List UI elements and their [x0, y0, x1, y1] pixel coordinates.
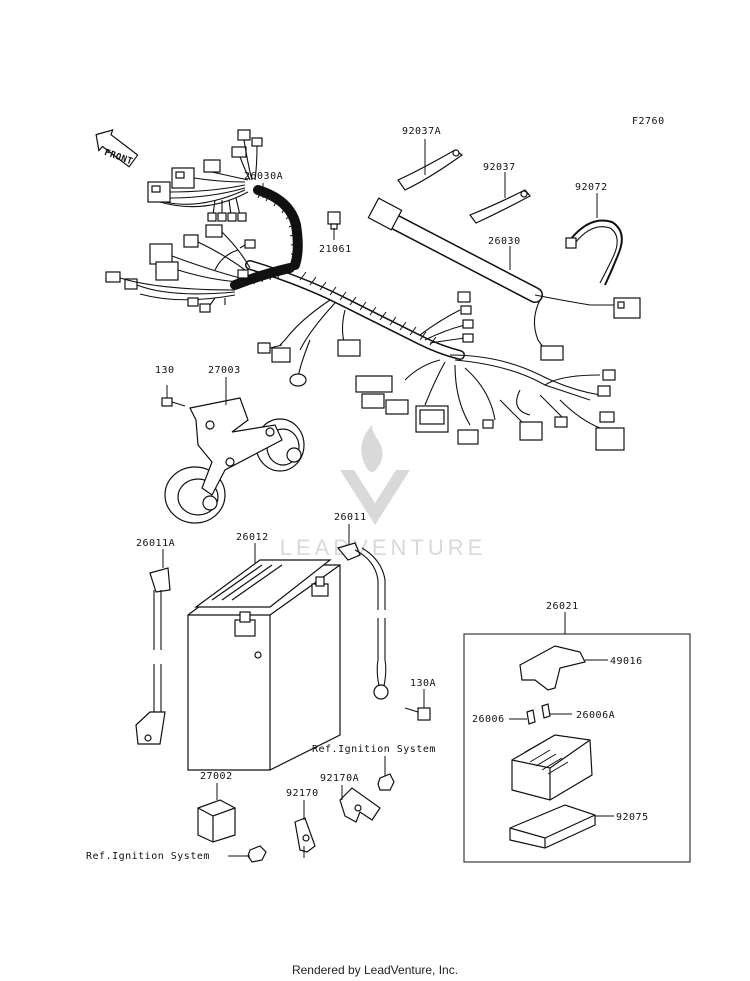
callout-26011A: 26011A [136, 538, 175, 549]
fuse-box-26021 [463, 633, 691, 863]
watermark-text: LEADVENTURE [280, 535, 487, 560]
ref-ignition-system-upper: Ref.Ignition System [312, 744, 436, 755]
callout-26006: 26006 [472, 714, 505, 725]
diagram-id: F2760 [632, 116, 665, 127]
nut-ignition-lower [247, 845, 267, 863]
watermark-logo: LEADVENTURE [280, 425, 487, 560]
callout-92037A: 92037A [402, 126, 441, 137]
horn-27003 [164, 397, 305, 524]
callout-92072: 92072 [575, 182, 608, 193]
callout-26011: 26011 [334, 512, 367, 523]
cable-26011 [336, 542, 389, 700]
callout-92037: 92037 [483, 162, 516, 173]
callout-26030A: 26030A [244, 171, 283, 182]
band-92037A [397, 149, 464, 191]
callout-49016: 49016 [610, 656, 643, 667]
callout-26021: 26021 [546, 601, 579, 612]
front-arrow-icon: FRONT [95, 129, 139, 168]
callout-92170A: 92170A [320, 773, 359, 784]
band-92037 [469, 189, 531, 224]
main-harness-26030 [105, 129, 641, 451]
leader-lines [162, 139, 614, 858]
battery-26012 [187, 559, 341, 771]
footer-credit: Rendered by LeadVenture, Inc. [291, 963, 459, 977]
bracket-92170A [339, 787, 381, 823]
bolt-130A [404, 707, 431, 721]
bolt-130 [161, 385, 186, 407]
callout-26030: 26030 [488, 236, 521, 247]
callout-27002: 27002 [200, 771, 233, 782]
callout-130A: 130A [410, 678, 436, 689]
cable-tie-92072 [565, 219, 623, 286]
callout-26012: 26012 [236, 532, 269, 543]
ref-ignition-system-lower: Ref.Ignition System [86, 851, 210, 862]
callout-26006A: 26006A [576, 710, 615, 721]
callout-27003: 27003 [208, 365, 241, 376]
callout-130: 130 [155, 365, 175, 376]
nut-ignition-upper [377, 773, 395, 791]
relay-27002 [197, 799, 236, 843]
clip-21061 [327, 211, 341, 230]
callout-21061: 21061 [319, 244, 352, 255]
cable-26011A [135, 567, 171, 745]
callout-92170: 92170 [286, 788, 319, 799]
bracket-92170 [294, 817, 316, 853]
callout-92075: 92075 [616, 812, 649, 823]
